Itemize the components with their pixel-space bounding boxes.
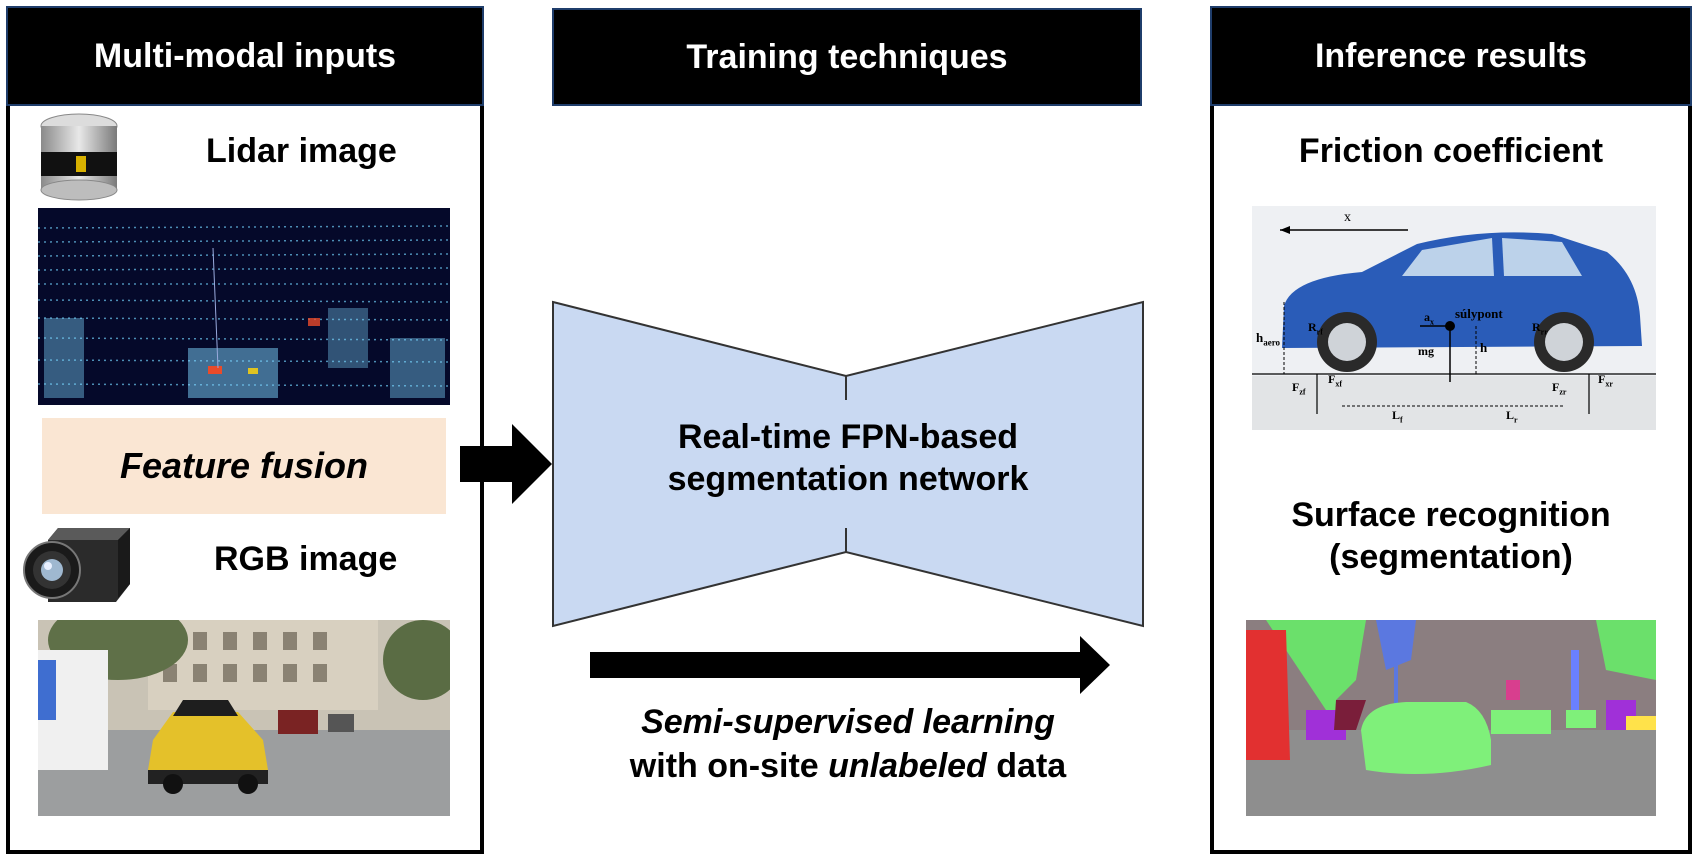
camera-icon xyxy=(18,522,132,608)
car-label-mg: mg xyxy=(1418,344,1434,358)
surface-recognition-line2: (segmentation) xyxy=(1329,538,1573,576)
network-title-line2: segmentation network xyxy=(667,460,1029,498)
car-label-lr: Lr xyxy=(1506,408,1518,425)
car-force-diagram: x súlypont haero ax mg h Rrf Rrr Fzf Fxf… xyxy=(1252,206,1656,430)
car-label-rrr: Rrr xyxy=(1532,320,1548,337)
network-title-line1: Real-time FPN-based xyxy=(677,418,1019,456)
left-panel-header: Multi-modal inputs xyxy=(6,6,484,106)
right-panel-header: Inference results xyxy=(1210,6,1692,106)
arrow-long-right-icon xyxy=(590,636,1110,694)
car-label-fxr: Fxr xyxy=(1598,372,1613,389)
arrow-right-icon xyxy=(460,424,556,504)
car-label-sulypont: súlypont xyxy=(1455,306,1503,321)
surface-recognition-line1: Surface recognition xyxy=(1291,496,1611,534)
car-label-fzf: Fzf xyxy=(1292,380,1306,397)
car-label-lf: Lf xyxy=(1392,408,1403,425)
car-label-ax: ax xyxy=(1424,310,1434,327)
fpn-network-shape xyxy=(552,300,1144,630)
car-label-rrf: Rrf xyxy=(1308,320,1323,337)
caption-line2: with on-site unlabeled data xyxy=(629,747,1067,785)
lidar-sensor-icon xyxy=(36,112,122,204)
car-label-fzr: Fzr xyxy=(1552,380,1567,397)
caption-line1: Semi-supervised learning xyxy=(641,703,1055,741)
car-label-haero: haero xyxy=(1256,330,1281,348)
rgb-street-image xyxy=(38,620,450,816)
lidar-image xyxy=(38,208,450,405)
middle-panel-header: Training techniques xyxy=(552,8,1142,106)
lidar-image-label: Lidar image xyxy=(206,132,397,170)
rgb-image-label: RGB image xyxy=(214,540,398,578)
car-label-fxf: Fxf xyxy=(1328,372,1343,389)
friction-coefficient-label: Friction coefficient xyxy=(1298,132,1604,170)
car-label-h: h xyxy=(1480,340,1488,355)
semi-supervised-caption: Semi-supervised learning with on-site un… xyxy=(552,700,1144,788)
car-label-x: x xyxy=(1344,210,1351,225)
feature-fusion-box: Feature fusion xyxy=(42,418,446,514)
segmentation-image xyxy=(1246,620,1656,816)
